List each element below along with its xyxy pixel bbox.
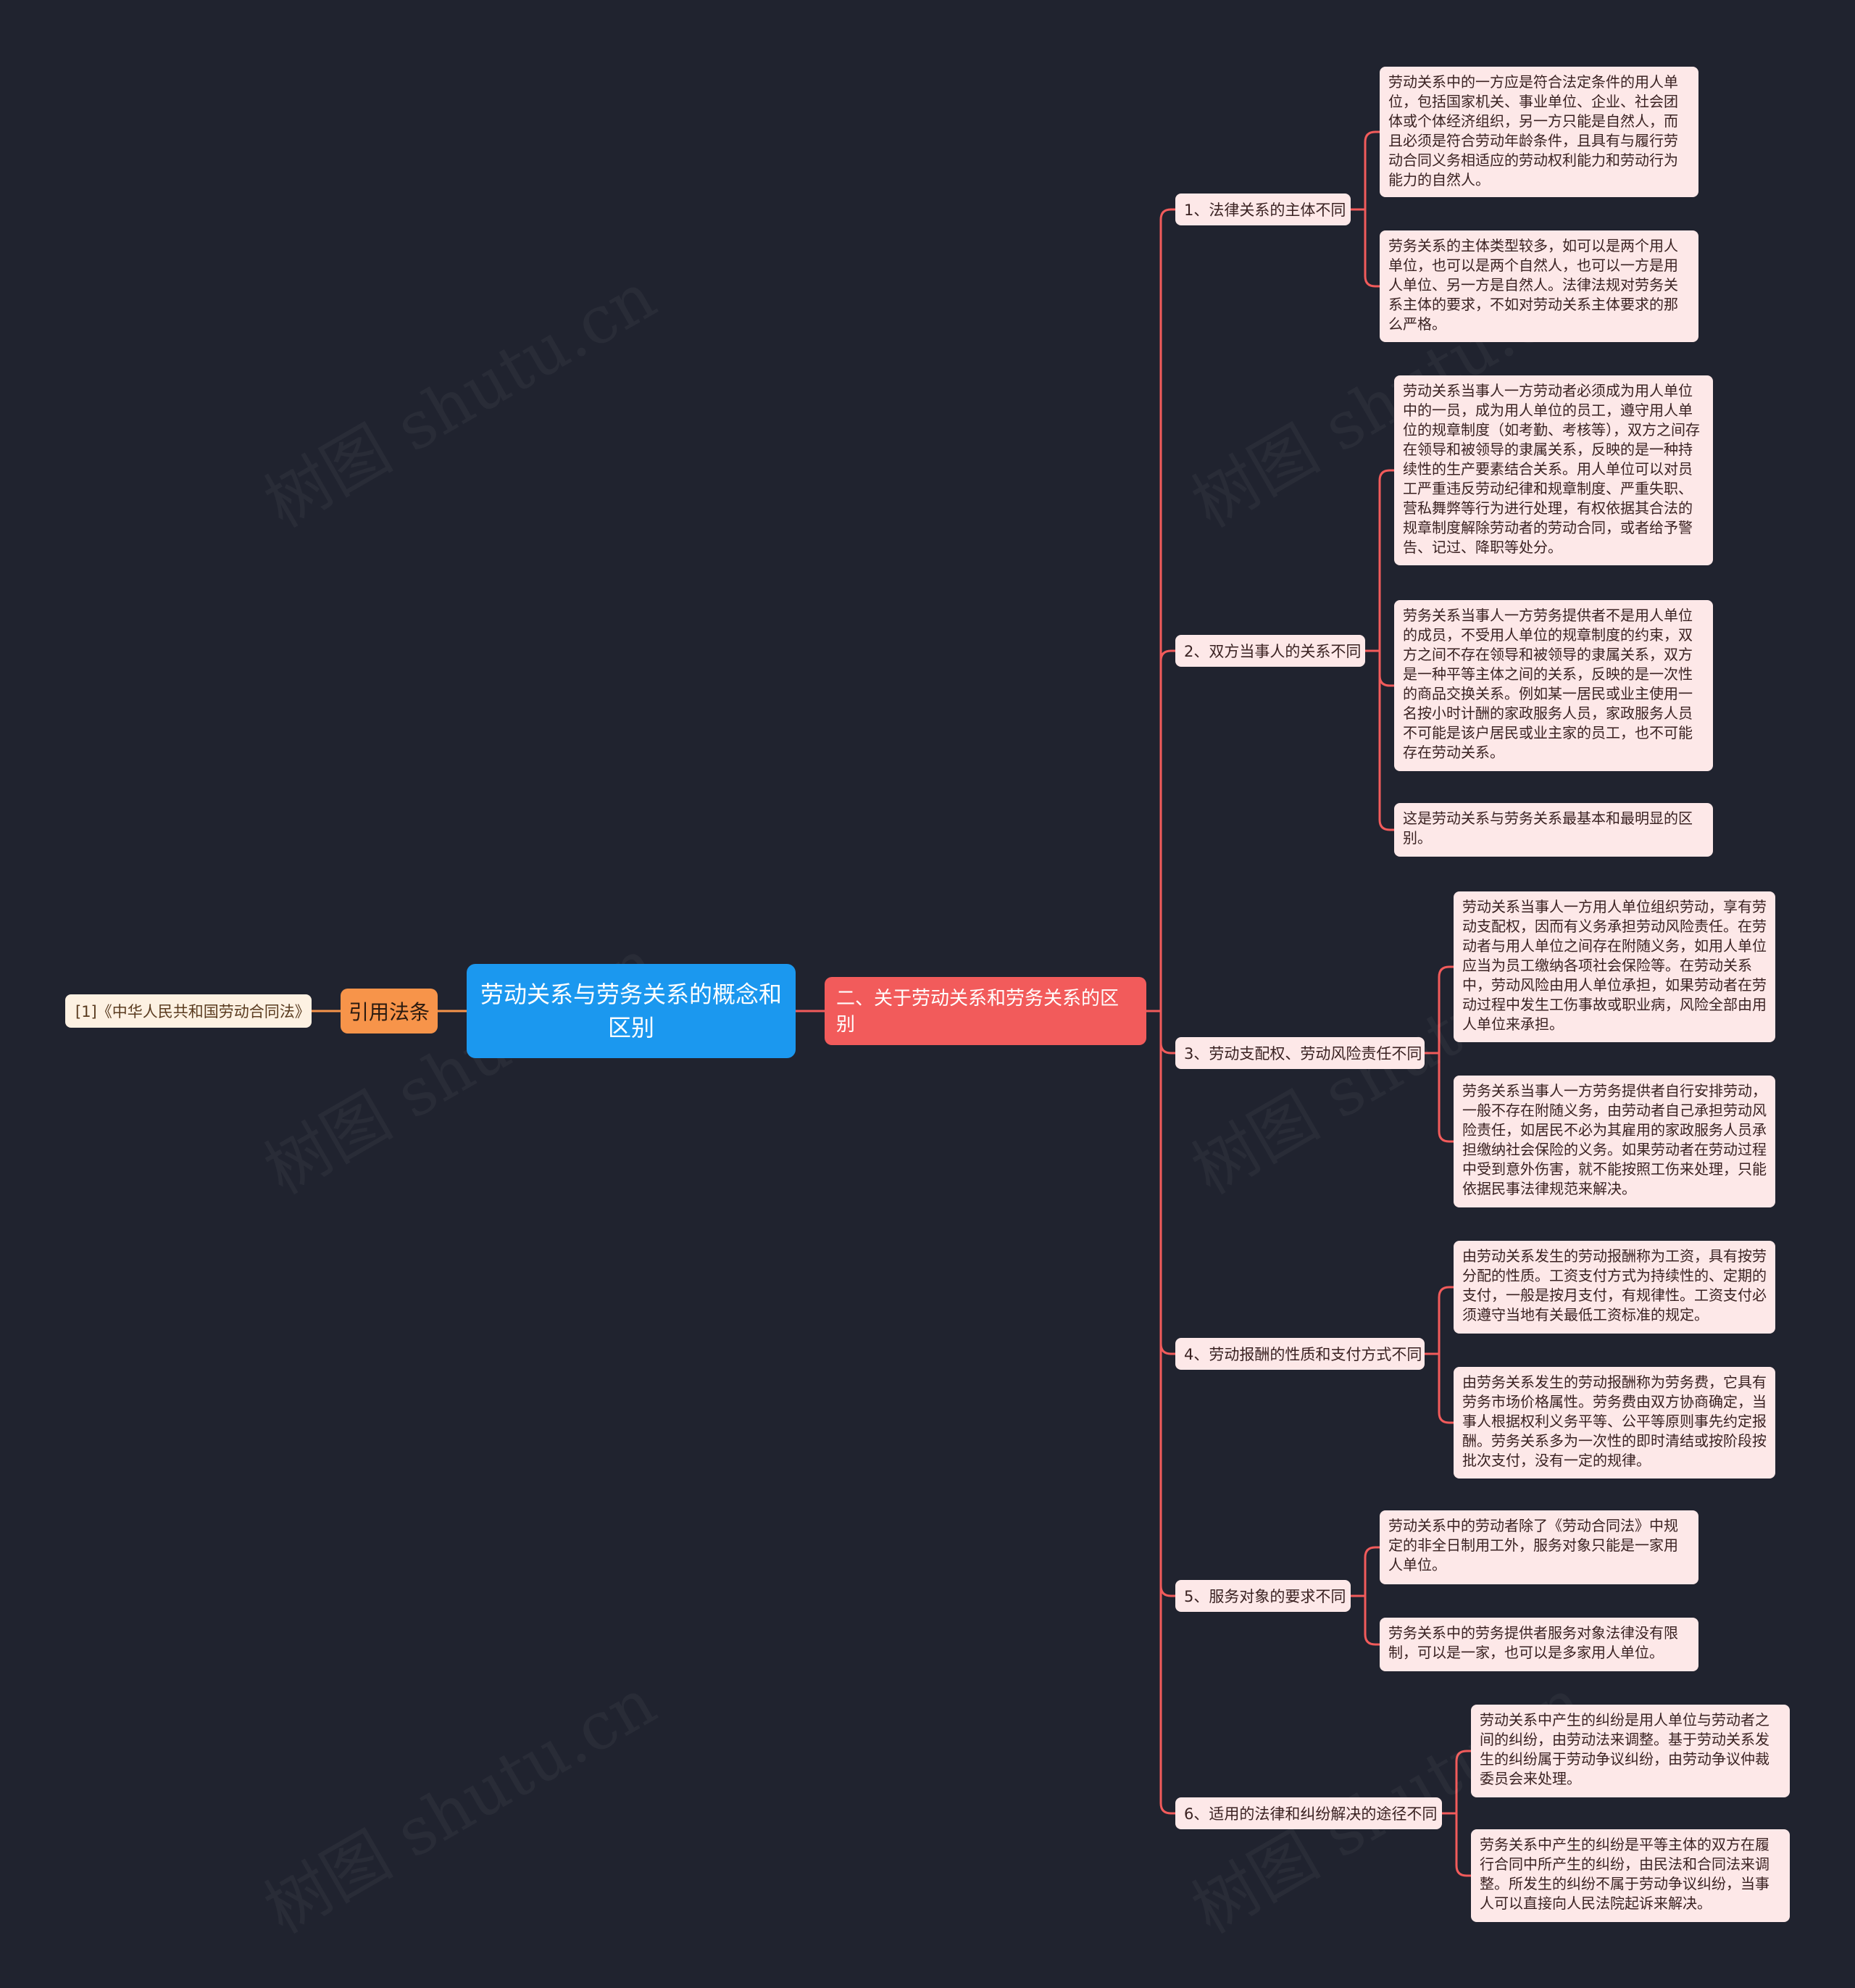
- leaf-text: 劳务关系中产生的纠纷是平等主体的双方在履行合同中所产生的纠纷，由民法和合同法来调…: [1471, 1829, 1790, 1922]
- main-topic[interactable]: 二、关于劳动关系和劳务关系的区别: [825, 977, 1146, 1045]
- leaf-text: 劳务关系的主体类型较多，如可以是两个用人单位，也可以是两个自然人，也可以一方是用…: [1380, 230, 1698, 342]
- connector-line: [1438, 1354, 1454, 1424]
- citation-item[interactable]: [1]《中华人民共和国劳动合同法》: [65, 994, 312, 1028]
- branch-1[interactable]: 1、法律关系的主体不同: [1175, 194, 1351, 225]
- connector-line: [1159, 649, 1175, 1011]
- branch-5[interactable]: 5、服务对象的要求不同: [1175, 1580, 1351, 1612]
- connector-line: [1378, 469, 1394, 651]
- leaf-text: 劳动关系中的劳动者除了《劳动合同法》中规定的非全日制用工外，服务对象只能是一家用…: [1380, 1510, 1698, 1584]
- connector-line: [1364, 130, 1380, 209]
- connector-line: [1378, 651, 1394, 831]
- leaf-text: 劳动关系当事人一方劳动者必须成为用人单位中的一员，成为用人单位的员工，遵守用人单…: [1394, 375, 1713, 565]
- connector-line: [1159, 1011, 1175, 1355]
- root-topic[interactable]: 劳动关系与劳务关系的概念和区别: [467, 964, 796, 1058]
- connector-line: [1364, 1546, 1380, 1596]
- leaf-text: 劳动关系当事人一方用人单位组织劳动，享有劳动支配权，因而有义务承担劳动风险责任。…: [1454, 891, 1775, 1042]
- leaf-text: 由劳动关系发生的劳动报酬称为工资，具有按劳分配的性质。工资支付方式为持续性的、定…: [1454, 1241, 1775, 1334]
- leaf-text: 由劳务关系发生的劳动报酬称为劳务费，它具有劳务市场价格属性。劳务费由双方协商确定…: [1454, 1367, 1775, 1478]
- leaf-text: 这是劳动关系与劳务关系最基本和最明显的区别。: [1394, 803, 1713, 857]
- branch-3[interactable]: 3、劳动支配权、劳动风险责任不同: [1175, 1037, 1425, 1069]
- connector-line: [1159, 1011, 1175, 1815]
- connector-line: [1438, 1286, 1454, 1354]
- citation-label[interactable]: 引用法条: [341, 989, 438, 1033]
- connector-line: [1378, 651, 1394, 687]
- connector-line: [1159, 1011, 1175, 1597]
- connector-line: [1364, 1596, 1380, 1646]
- leaf-text: 劳动关系中产生的纠纷是用人单位与劳动者之间的纠纷，由劳动法来调整。基于劳动关系发…: [1471, 1705, 1790, 1797]
- connector-line: [1455, 1813, 1471, 1877]
- connector-line: [1159, 1011, 1175, 1055]
- leaf-text: 劳务关系中的劳务提供者服务对象法律没有限制，可以是一家，也可以是多家用人单位。: [1380, 1618, 1698, 1671]
- connector-line: [1364, 209, 1380, 288]
- leaf-text: 劳务关系当事人一方劳务提供者不是用人单位的成员，不受用人单位的规章制度的约束，双…: [1394, 600, 1713, 771]
- connector-line: [1455, 1750, 1471, 1813]
- connector-line: [1438, 1053, 1454, 1143]
- connector-line: [1159, 208, 1175, 1011]
- leaf-text: 劳务关系当事人一方劳务提供者自行安排劳动，一般不存在附随义务，由劳动者自己承担劳…: [1454, 1076, 1775, 1207]
- leaf-text: 劳动关系中的一方应是符合法定条件的用人单位，包括国家机关、事业单位、企业、社会团…: [1380, 67, 1698, 197]
- branch-2[interactable]: 2、双方当事人的关系不同: [1175, 635, 1365, 667]
- branch-6[interactable]: 6、适用的法律和纠纷解决的途径不同: [1175, 1797, 1442, 1829]
- connector-line: [1438, 965, 1454, 1053]
- branch-4[interactable]: 4、劳动报酬的性质和支付方式不同: [1175, 1338, 1425, 1370]
